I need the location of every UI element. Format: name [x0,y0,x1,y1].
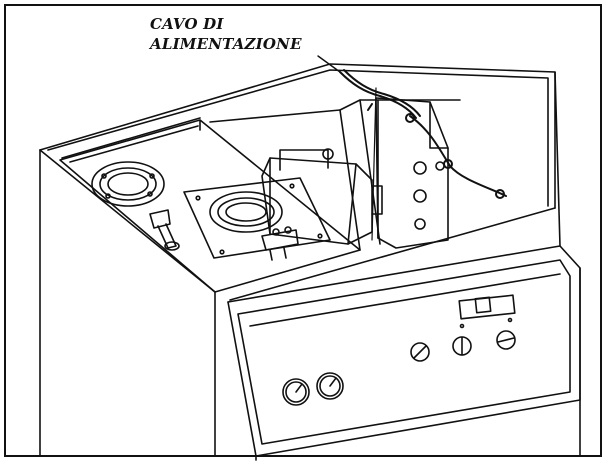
inner-compartment [209,99,461,251]
power-cable-label: CAVO DI ALIMENTAZIONE [150,14,302,54]
control-panel [227,245,581,457]
gauge-1-icon [282,378,310,406]
boiler-casing [39,63,556,457]
junction-box-icon [375,97,449,249]
side-panel-edge [255,71,581,461]
knob-3-icon [496,330,516,350]
label-line-2: ALIMENTAZIONE [150,35,302,53]
transformer-unit-icon [261,148,383,245]
gauge-2-icon [316,372,344,400]
knob-1-icon [410,342,430,362]
burner-mount-plate [183,177,331,259]
control-knobs [410,330,516,362]
valve-block-icon [261,226,299,261]
gauges [282,372,344,406]
label-line-1: CAVO DI [150,15,224,33]
power-cable [339,69,507,241]
inspection-flange-icon [91,161,165,207]
lever-handle-icon [149,209,180,251]
